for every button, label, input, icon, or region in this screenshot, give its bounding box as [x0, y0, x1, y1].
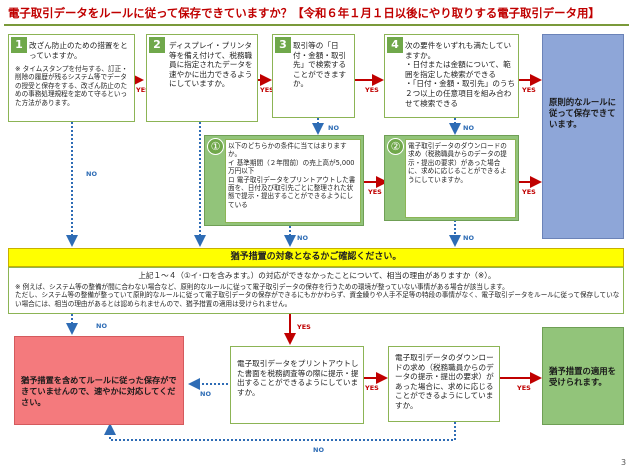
condition-2-number: ② [387, 138, 404, 155]
step-2-box: 2 ディスプレイ・プリンタ等を備え付けて、税務職員に指定されたデータを速やかに出… [146, 34, 258, 122]
step-1-number: 1 [11, 37, 27, 53]
print-question: 電子取引データをプリントアウトした書面を税務調査等の際に提示・提出することができ… [237, 359, 359, 397]
result-grace-text: 猶予措置の適用を受けられます。 [549, 366, 616, 387]
reason-question-box: 上記１～４（①イ･ロを含みます。）の対応ができなかったことについて、相当の理由が… [8, 267, 624, 314]
yes-label-4: YES [522, 86, 536, 94]
yes-label-1: YES [136, 86, 150, 94]
result-ok-text: 原則的なルールに従って保存できています。 [549, 97, 616, 129]
yes-label-2: YES [260, 86, 274, 94]
condition-1-number: ① [207, 138, 224, 155]
result-fail-box: 猶予措置を含めてルールに従った保存ができていませんので、速やかに対応してください… [14, 336, 184, 425]
page-title: 電子取引データをルールに従って保存できていますか？【令和６年１月１日以後にやり取… [8, 6, 600, 20]
no-label-1: NO [86, 170, 97, 178]
no-label-cond1: NO [297, 234, 308, 242]
no-label-cond2: NO [463, 234, 474, 242]
no-arrow-download-fail [104, 422, 456, 441]
yes-label-cond2: YES [522, 188, 536, 196]
step-1-box: 1 改ざん防止のための措置をとっていますか。 ※ タイムスタンプを付与する、訂正… [8, 34, 135, 122]
no-label-print: NO [200, 390, 211, 398]
grace-check-banner: 猶予措置の対象となるかご確認ください。 [8, 248, 624, 267]
step-4-number: 4 [387, 37, 403, 53]
yes-label-3: YES [365, 86, 379, 94]
yes-label-print: YES [365, 384, 379, 392]
no-label-reason: NO [96, 322, 107, 330]
condition-1-box: ① 以下のどちらかの条件に当てはまりますか。 イ 基準期間（２年間前）の売上高が… [204, 135, 364, 226]
step-3-number: 3 [275, 37, 291, 53]
step-2-question: ディスプレイ・プリンタ等を備え付けて、税務職員に指定されたデータを速やかに出力で… [169, 41, 253, 89]
title-underline [4, 24, 629, 26]
download-question-box: 電子取引データのダウンロードの求め（税務職員からのデータの提示・提出の要求）があ… [388, 346, 500, 422]
step-2-number: 2 [149, 37, 165, 53]
result-grace-box: 猶予措置の適用を受けられます。 [542, 327, 624, 425]
step-1-question: 改ざん防止のための措置をとっていますか。 [29, 41, 128, 60]
no-label-4: NO [463, 124, 474, 132]
step-3-question: 取引等の「日付・金額・取引先」で検索することができますか。 [293, 41, 347, 89]
print-question-box: 電子取引データをプリントアウトした書面を税務調査等の際に提示・提出することができ… [230, 346, 364, 424]
step-1-note: ※ タイムスタンプを付与する、訂正・削除の履歴が残るシステム等でデータの授受と保… [15, 65, 128, 107]
condition-2-text: 電子取引データのダウンロードの求め（税務職員からのデータの提示・提出の要求）があ… [405, 139, 516, 218]
condition-2-box: ② 電子取引データのダウンロードの求め（税務職員からのデータの提示・提出の要求）… [384, 135, 519, 221]
step-3-box: 3 取引等の「日付・金額・取引先」で検索することができますか。 [272, 34, 355, 118]
no-label-download: NO [313, 446, 324, 454]
download-question: 電子取引データのダウンロードの求め（税務職員からのデータの提示・提出の要求）があ… [395, 353, 494, 410]
step-4-question: 次の要件をいずれも満たしていますか。 ・日付または金額について、範囲を指定した検… [405, 41, 516, 108]
condition-1-text: 以下のどちらかの条件に当てはまりますか。 イ 基準期間（２年間前）の売上高が5,… [225, 139, 361, 223]
result-ok-box: 原則的なルールに従って保存できています。 [542, 34, 624, 239]
reason-question: 上記１～４（①イ･ロを含みます。）の対応ができなかったことについて、相当の理由が… [138, 271, 496, 280]
no-label-3: NO [328, 124, 339, 132]
yes-label-download: YES [517, 384, 531, 392]
reason-note: ※ 例えば、システム等の整備が間に合わない場合など、原則的なルールに従って電子取… [15, 283, 620, 308]
yes-label-reason: YES [297, 323, 311, 331]
step-4-box: 4 次の要件をいずれも満たしていますか。 ・日付または金額について、範囲を指定し… [384, 34, 519, 118]
result-fail-text: 猶予措置を含めてルールに従った保存ができていませんので、速やかに対応してください… [21, 375, 177, 407]
yes-label-cond1: YES [368, 188, 382, 196]
page-number: 3 [621, 458, 627, 467]
